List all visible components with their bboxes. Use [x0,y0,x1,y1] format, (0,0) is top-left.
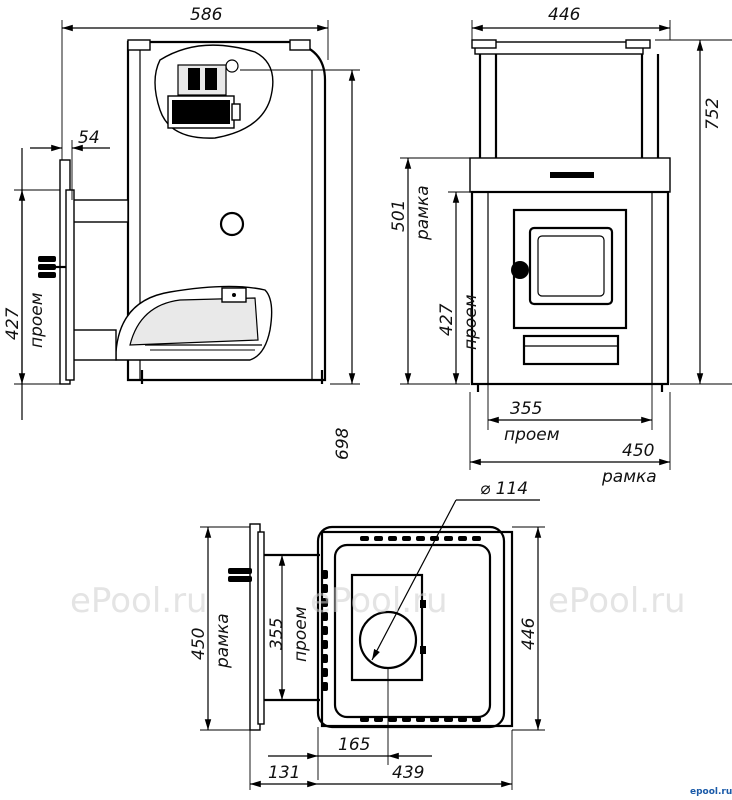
vent-slot [374,536,383,541]
vent-slot [444,717,453,722]
dim-front-opening-height-label: проем [461,294,481,350]
vent-slot [402,536,411,541]
dim-chimney-diameter: ⌀ 114 [480,479,528,499]
dim-front-height: 752 [703,98,723,130]
vent-slot [402,717,411,722]
vent-slot [322,598,328,607]
dim-front-width: 446 [548,5,581,25]
vent-slot [388,536,397,541]
dim-chimney-offset: 165 [338,735,370,755]
vent-slot [388,717,397,722]
dim-flange-depth: 54 [78,128,100,148]
side-dims: 586 54 427 проем 698 [3,5,360,460]
vent-slot [444,536,453,541]
side-view [38,39,355,385]
dim-frame-width-label: рамка [601,467,657,487]
dim-side-opening: 427 [3,307,23,340]
vent-slot [322,682,328,691]
watermark-1: ePool.ru [70,581,208,621]
vent-slot [416,536,425,541]
dim-body-length: 439 [392,763,424,783]
dim-front-opening-height: 427 [437,303,457,336]
dim-top-frame-label: рамка [213,613,233,669]
dim-frame-width: 450 [622,441,654,461]
vent-slot [458,536,467,541]
vent-slot [472,717,481,722]
watermark-3: ePool.ru [548,581,686,621]
vent-slot [322,612,328,621]
vent-slot [322,570,328,579]
vent-slot [322,654,328,663]
dim-total-height: 698 [333,427,353,460]
dim-tunnel-length: 131 [268,763,300,783]
vent-slot [472,536,481,541]
dim-frame-height: 501 [389,200,409,232]
dim-side-opening-label: проем [27,292,47,348]
dim-top-frame: 450 [189,628,209,660]
vent-slot [322,584,328,593]
top-slots [322,536,481,722]
dim-top-opening-label: проем [291,606,311,662]
vent-slot [374,717,383,722]
vent-slot [322,668,328,677]
dim-top-opening: 355 [267,618,287,650]
front-view [469,39,671,392]
vent-slot [416,717,425,722]
vent-slot [458,717,467,722]
vent-slot [360,536,369,541]
dim-front-opening-width: 355 [510,399,542,419]
site-logo: epool.ru [690,787,732,797]
vent-slot [322,640,328,649]
watermark-2: ePool.ru [310,581,448,621]
vent-slot [322,626,328,635]
top-dims: ⌀ 114 450 рамка 355 проем 446 165 131 43… [189,479,545,790]
vent-slot [360,717,369,722]
dim-front-opening-width-label: проем [504,425,560,445]
vent-slot [430,717,439,722]
dim-frame-height-label: рамка [413,185,433,241]
front-dims: 446 752 501 рамка 427 проем 355 проем 45… [389,5,732,487]
dim-side-width: 586 [190,5,223,25]
dim-top-width: 446 [519,617,539,650]
